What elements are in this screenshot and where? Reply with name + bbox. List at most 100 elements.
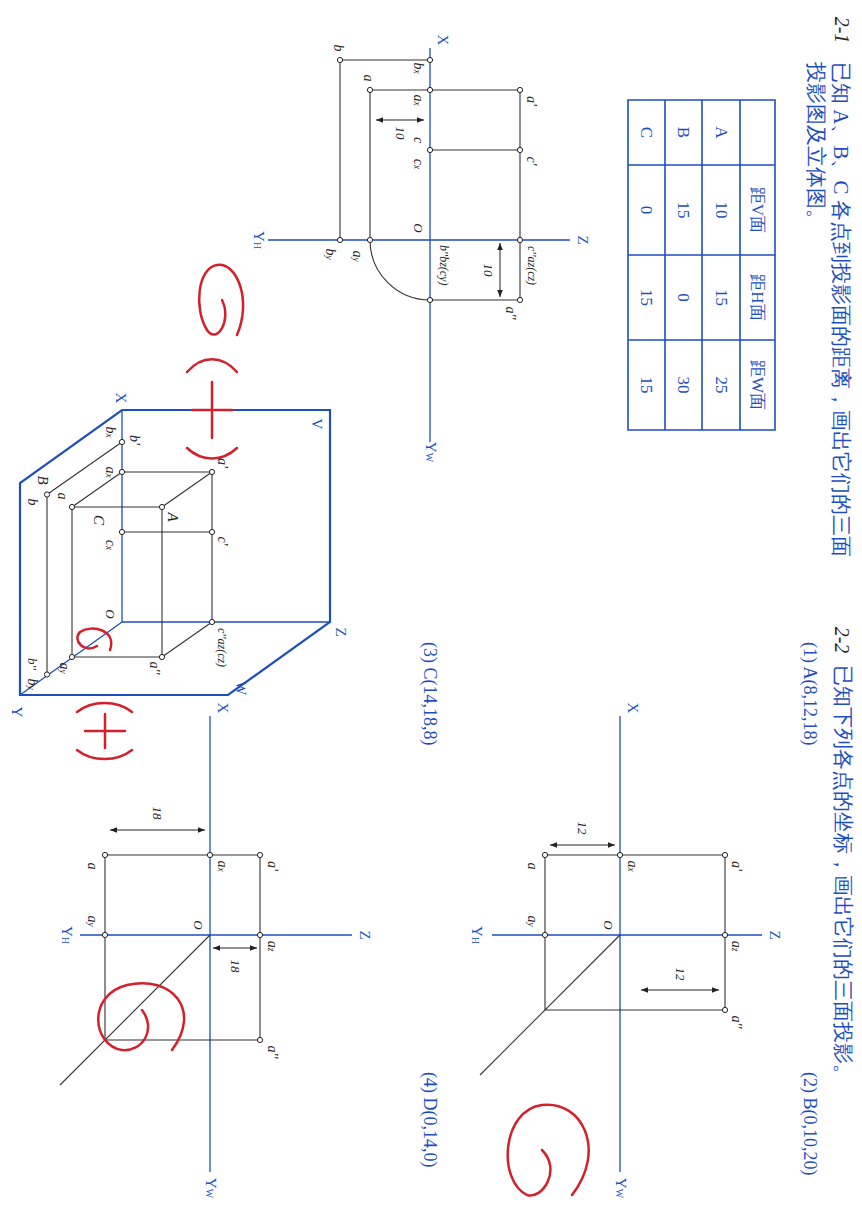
- origin-label: O: [104, 609, 117, 618]
- projection-point: [159, 654, 164, 659]
- table-cell: 15: [638, 289, 655, 306]
- projection-point: [257, 852, 262, 857]
- point-label: ax: [625, 860, 639, 871]
- table-cell: C: [638, 127, 655, 138]
- problem-number: 2-2: [832, 627, 852, 654]
- table-cell: B: [675, 127, 692, 138]
- point-label: az: [265, 941, 279, 952]
- table-cell: 30: [675, 377, 692, 394]
- projection-point: [722, 932, 727, 937]
- dimension-arrow: [213, 948, 257, 949]
- grading-mark: [508, 1105, 589, 1196]
- projection-axes: [268, 48, 570, 442]
- axis-label: Z: [333, 627, 348, 636]
- sub-question: (1) A(8,12,18): [801, 642, 819, 745]
- projection-axes: [80, 716, 352, 1172]
- axis-label: YH: [59, 926, 74, 944]
- projection-point: [119, 529, 124, 534]
- dimension-value: 12: [674, 968, 687, 981]
- table-cell: 25: [713, 377, 730, 394]
- axis-label: X: [215, 703, 230, 714]
- point-label: a: [55, 493, 69, 500]
- origin-label: O: [602, 920, 615, 929]
- point-label: ay: [57, 662, 71, 673]
- sub-question: (3) C(14,18,8): [421, 642, 439, 745]
- projection-point: [69, 654, 74, 659]
- projection-axes: [492, 716, 762, 1172]
- plane-label: W: [233, 681, 248, 695]
- table-grid: [628, 100, 775, 430]
- projection-axes: [20, 410, 330, 695]
- point-label: az: [729, 941, 743, 952]
- point-label: b''bz(cy): [438, 245, 450, 285]
- point-label: c': [524, 156, 538, 165]
- projection-point: [517, 297, 522, 302]
- grading-mark: [187, 359, 237, 458]
- projection-point: [102, 932, 107, 937]
- point-label: c: [411, 137, 425, 143]
- dimension-arrow: [550, 845, 615, 846]
- point-label: ax: [411, 94, 425, 105]
- point-label: a'': [265, 1046, 279, 1059]
- axis-label: Y: [9, 707, 24, 718]
- projection-point: [427, 147, 432, 152]
- table-cell: A: [713, 126, 730, 138]
- table-cell: 10: [713, 202, 730, 219]
- projection-lines: [60, 855, 260, 1085]
- grading-marks: [77, 265, 589, 1196]
- projection-point: [517, 237, 522, 242]
- projection-lines: [47, 442, 212, 675]
- origin-label: O: [192, 920, 205, 929]
- projection-point: [69, 504, 74, 509]
- projection-point: [119, 469, 124, 474]
- projection-point: [257, 1037, 262, 1042]
- grading-mark: [98, 983, 184, 1050]
- projection-point: [517, 147, 522, 152]
- axis-label: Z: [357, 930, 372, 939]
- point-label: ay: [350, 250, 364, 261]
- point-label: bx: [411, 62, 425, 73]
- projection-point: [367, 87, 372, 92]
- table-cell: 15: [638, 377, 655, 394]
- projection-planes: [20, 410, 330, 695]
- projection-point: [209, 619, 214, 624]
- table-cell: 距H面: [749, 274, 766, 320]
- problem-number: 2-1: [832, 17, 852, 44]
- dimension-value: 10: [482, 264, 495, 277]
- point-label: by: [25, 678, 39, 689]
- table-cell: 15: [713, 289, 730, 306]
- dimension-arrow: [110, 830, 205, 831]
- axis-label: YW: [613, 1178, 628, 1198]
- table-cell: 0: [638, 206, 655, 215]
- projection-point: [542, 852, 547, 857]
- projection-point: [119, 439, 124, 444]
- projection-point: [722, 852, 727, 857]
- table-cell: 0: [675, 293, 692, 302]
- point-label: c''az(cz): [216, 628, 228, 667]
- table-cell: 距W面: [749, 360, 766, 410]
- projection-point: [159, 504, 164, 509]
- point-label: cx: [411, 159, 425, 169]
- axis-label: YH: [469, 926, 484, 944]
- projection-point: [337, 57, 342, 62]
- table-cell: 15: [675, 202, 692, 219]
- point-label: a: [525, 863, 539, 870]
- axis-label: Z: [767, 930, 782, 939]
- point-label: C: [91, 515, 106, 525]
- point-label: ay: [525, 915, 539, 926]
- point-label: a: [361, 75, 375, 82]
- projection-point: [207, 852, 212, 857]
- dimension-value: 18: [229, 960, 242, 973]
- axis-label: YW: [203, 1178, 218, 1198]
- projection-point: [617, 852, 622, 857]
- point-label: c': [215, 536, 229, 545]
- axis-label: X: [625, 703, 640, 714]
- point-label: b: [25, 499, 39, 506]
- projection-point: [427, 57, 432, 62]
- point-label: a'': [147, 662, 161, 675]
- axis-label: YW: [423, 442, 438, 462]
- point-label: a': [215, 458, 229, 468]
- dimension-arrow: [641, 990, 719, 991]
- point-label: b: [331, 45, 345, 52]
- sub-question: (4) D(0,14,0): [421, 1072, 439, 1167]
